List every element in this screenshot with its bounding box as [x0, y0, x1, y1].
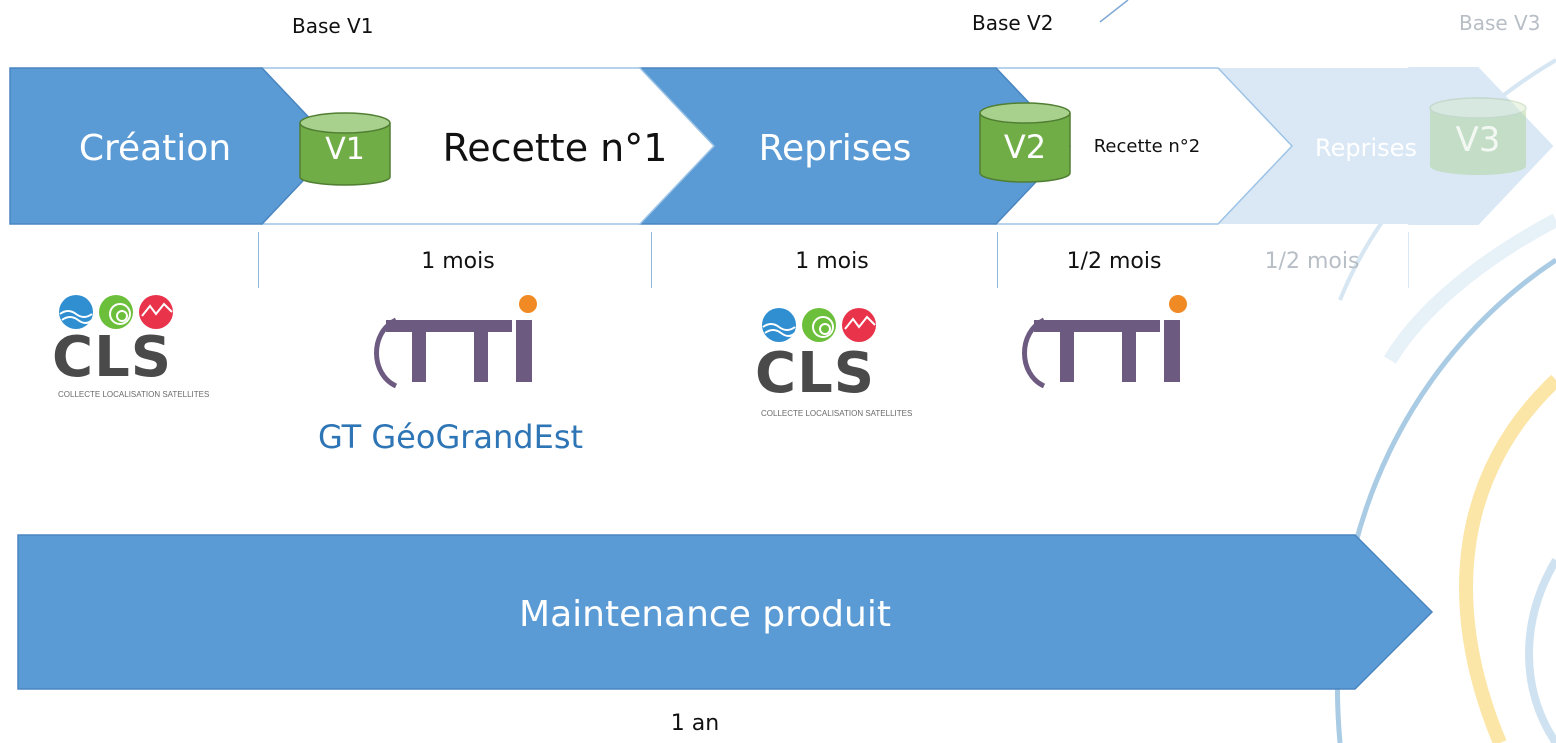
phase-reprises-2-label: Reprises [1315, 134, 1417, 162]
separator-3 [997, 232, 998, 288]
phase-recette-1-label: Recette n°1 [442, 126, 668, 170]
cls-logo-word: CLS [755, 341, 876, 406]
maintenance-shape [17, 534, 1434, 690]
tti-logo-1 [362, 292, 542, 392]
duration-reprises-2: 1/2 mois [1264, 249, 1360, 274]
base-v3-label: Base V3 [1459, 11, 1541, 35]
phase-recette-2-label: Recette n°2 [1093, 136, 1201, 157]
separator-4 [1408, 232, 1409, 288]
cls-logo-word: CLS [52, 325, 173, 390]
cls-logo-subtitle: COLLECTE LOCALISATION SATELLITES [761, 409, 913, 418]
group-label: GT GéoGrandEst [318, 418, 584, 456]
duration-recette-1: 1 mois [421, 249, 495, 274]
database-v1-label: V1 [325, 132, 365, 167]
duration-reprises-1: 1 mois [795, 249, 869, 274]
database-v3-icon [1429, 97, 1527, 175]
cls-logo-2: CLS COLLECTE LOCALISATION SATELLITES [755, 305, 912, 420]
separator-2 [651, 232, 652, 288]
tti-logo-2 [1010, 292, 1190, 392]
phase-creation-label: Création [78, 128, 232, 169]
separator-1 [258, 232, 259, 288]
maintenance-duration: 1 an [670, 711, 720, 736]
cls-logo-icon [762, 308, 876, 342]
duration-recette-2: 1/2 mois [1066, 249, 1162, 274]
database-v2-icon [979, 102, 1071, 183]
maintenance-label: Maintenance produit [519, 594, 891, 635]
phase-reprises-2-shape [1218, 68, 1552, 224]
cls-logo-icon [59, 295, 173, 329]
database-v1-icon [299, 112, 391, 186]
phase-reprises-1-label: Reprises [758, 128, 912, 169]
cls-logo-1: CLS COLLECTE LOCALISATION SATELLITES [48, 292, 209, 402]
tti-logo-icon [1022, 295, 1187, 389]
base-v2-label: Base V2 [972, 11, 1054, 35]
database-v3-label: V3 [1455, 120, 1501, 160]
base-v1-label: Base V1 [292, 14, 374, 38]
phase-creation-shape [9, 67, 338, 225]
tti-logo-icon [374, 295, 537, 389]
database-v2-label: V2 [1003, 128, 1047, 166]
cls-logo-subtitle: COLLECTE LOCALISATION SATELLITES [58, 390, 210, 399]
phase-v3-outline-shape [1407, 67, 1554, 225]
